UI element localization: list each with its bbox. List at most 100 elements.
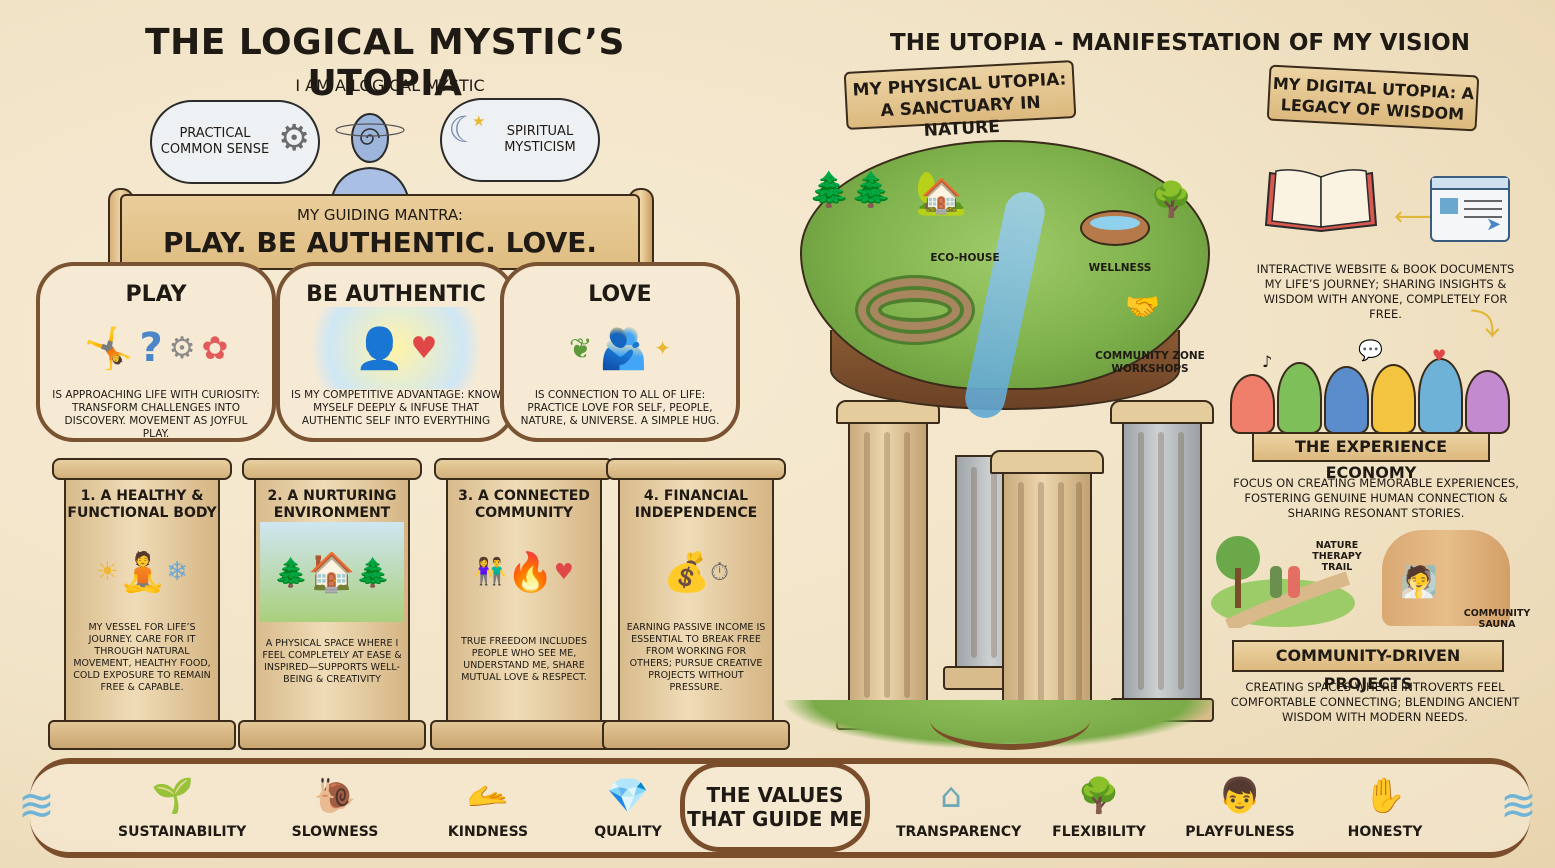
value-playfulness: 👦 PLAYFULNESS [1185,770,1295,840]
column-right [1110,400,1214,722]
arrow-left-icon: ⟵ [1394,202,1432,232]
experience-economy-banner: THE EXPERIENCE ECONOMY [1252,432,1490,482]
person-figure [1465,370,1510,434]
forest-icon: 🌲🌲 [808,170,893,210]
value-honesty: ✋ HONESTY [1330,770,1440,840]
value-slowness: 🐌 SLOWNESS [280,770,390,840]
thought-cloud-logic: PRACTICAL COMMON SENSE [150,100,320,184]
column-front [990,450,1104,735]
sun-icon: ☀ [95,557,120,587]
child-face-icon: 👦 [1218,776,1262,816]
flying-clock-icon: ⏱ [710,558,730,586]
digital-description: INTERACTIVE WEBSITE & BOOK DOCUMENTS MY … [1256,262,1515,321]
community-description: CREATING SPACES WHERE INTROVERTS FEEL CO… [1230,680,1520,724]
person-figure [1230,374,1275,434]
principle-card-play: PLAY 🤸 ? ⚙ ✿ IS APPROACHING LIFE WITH CU… [36,262,276,442]
value-label: SUSTAINABILITY [118,824,247,840]
principle-title: LOVE [588,282,652,307]
cabin-icon: 🏠 [308,549,356,594]
person-figure [1277,362,1322,434]
value-label: FLEXIBILITY [1052,824,1146,840]
handshake-people-icon: 🤝 [1125,290,1160,323]
pillar-description: TRUE FREEDOM INCLUDES PEOPLE WHO SEE ME,… [460,636,588,683]
pillar-financial: 4. FINANCIAL INDEPENDENCE 💰 ⏱ EARNING PA… [602,458,790,753]
sprout-icon: 🌱 [151,776,195,816]
hand-heart-icon: 🫴 [466,776,510,816]
mirror-heart-icon: ♥ [410,330,438,366]
value-sustainability: 🌱 SUSTAINABILITY [118,770,247,840]
nature-trail-illustration [1211,536,1355,628]
browser-window-icon [1430,176,1510,242]
jumping-person-icon: 🤸 [83,325,134,372]
pillar-title: 2. A NURTURING ENVIRONMENT [267,488,397,521]
value-label: PLAYFULNESS [1185,824,1295,840]
hot-tub-icon [1080,210,1150,246]
star-icon: ★ [472,112,486,130]
pillar-community: 3. A CONNECTED COMMUNITY 👫 🔥 ♥ TRUE FREE… [430,458,618,753]
value-kindness: 🫴 KINDNESS [433,770,543,840]
trail-label: NATURE THERAPY TRAIL [1312,540,1362,573]
thought-cloud-mystic: SPIRITUAL MYSTICISM [440,98,600,182]
community-projects-banner: COMMUNITY-DRIVEN PROJECTS [1232,640,1504,693]
principle-title: BE AUTHENTIC [306,282,486,307]
money-tree-icon: 💰 [662,549,711,594]
thought-label-mystic: SPIRITUAL MYSTICISM [504,124,576,155]
flower-icon: ✿ [201,329,229,367]
tree-icon: 🌳 [1150,180,1193,220]
water-wave-icon: ≋ [1500,780,1537,831]
principle-title: PLAY [125,282,187,307]
curved-arrow-icon: ⤵ [1470,308,1500,343]
mantra-label: MY GUIDING MANTRA: [297,206,463,224]
value-quality: 💎 QUALITY [573,770,683,840]
value-label: TRANSPARENCY [896,824,1022,840]
heart-icon: ♥ [553,559,574,585]
pillar-title: 3. A CONNECTED COMMUNITY [458,488,590,521]
snail-icon: 🐌 [313,776,357,816]
heart-icon: ♥ [1432,346,1447,365]
speech-bubble-icon: 💬 [1358,338,1383,362]
person-figure [1418,358,1463,434]
snowflake-icon: ❄ [166,557,189,587]
gear-icon: ⚙ [278,118,311,159]
principle-description: IS MY COMPETITIVE ADVANTAGE: KNOW MYSELF… [291,389,501,427]
value-label: SLOWNESS [291,824,379,840]
bonsai-tree-icon: 🌳 [1077,776,1121,816]
main-title: THE LOGICAL MYSTIC’S UTOPIA [145,22,625,104]
gears-icon: ⚙ [168,330,196,366]
pillar-environment: 2. A NURTURING ENVIRONMENT 🌲 🏠 🌲 A PHYSI… [238,458,426,753]
music-note-icon: ♪ [1262,352,1273,371]
principle-card-authentic: BE AUTHENTIC 👤 ♥ IS MY COMPETITIVE ADVAN… [276,262,516,442]
value-flexibility: 🌳 FLEXIBILITY [1044,770,1154,840]
person-figure [1324,366,1369,434]
pillar-body: 1. A HEALTHY & FUNCTIONAL BODY ☀ 🧘 ❄ MY … [48,458,236,753]
person-figure [1371,364,1416,434]
pillar-description: EARNING PASSIVE INCOME IS ESSENTIAL TO B… [626,622,766,693]
cursor-icon: ➤ [1486,214,1502,235]
silhouette-icon: 👤 [354,325,405,372]
zone-label-eco-house: ECO-HOUSE [930,252,1000,264]
column-left [836,400,940,730]
open-palm-heart-icon: ✋ [1363,776,1407,816]
value-transparency: ⌂ TRANSPARENCY [896,770,1022,840]
branches-icon: ❦ [568,331,593,365]
value-label: KINDNESS [447,824,529,840]
principle-description: IS APPROACHING LIFE WITH CURIOSITY: TRAN… [52,389,260,440]
principle-card-love: LOVE ❦ 🫂 ✦ IS CONNECTION TO ALL OF LIFE:… [500,262,740,442]
sauna-illustration [1382,530,1510,626]
sauna-person-icon: 🧖 [1400,565,1438,600]
pine-tree-icon: 🌲 [273,555,309,589]
eco-house-icon: 🏡 [915,168,968,217]
greenhouse-icon: ⌂ [940,776,962,816]
meditating-person-icon [328,113,412,208]
pine-tree-icon: 🌲 [355,555,391,589]
value-label: HONESTY [1347,824,1423,840]
values-title: THE VALUES THAT GUIDE ME [680,762,870,852]
pillar-title: 1. A HEALTHY & FUNCTIONAL BODY [67,488,217,521]
people-circle-icon: 👫 [474,557,507,587]
principle-description: IS CONNECTION TO ALL OF LIFE: PRACTICE L… [520,389,720,427]
right-title: THE UTOPIA - MANIFESTATION OF MY VISION [890,30,1470,56]
star-icon: ✦ [654,336,672,360]
thought-label-logic: PRACTICAL COMMON SENSE [160,126,270,157]
water-wave-icon: ≋ [18,780,55,831]
stretching-person-icon: 🧘 [119,549,167,594]
